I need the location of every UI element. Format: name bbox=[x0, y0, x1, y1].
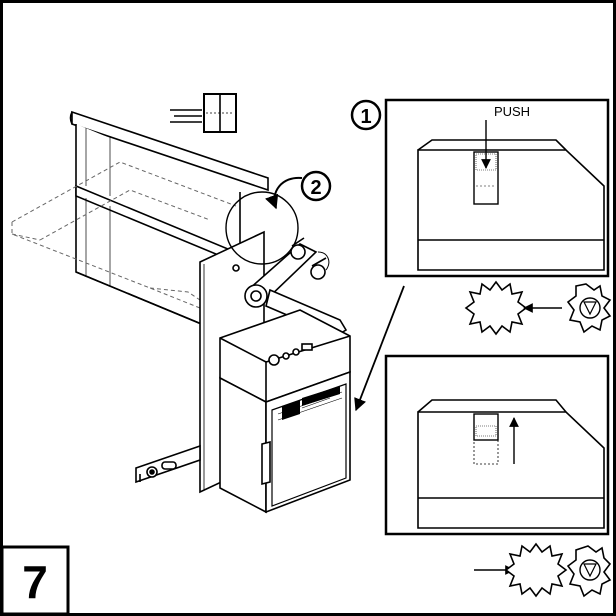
push-label: PUSH bbox=[494, 104, 530, 119]
step-number-box: 7 bbox=[0, 545, 70, 616]
detail-panel-push: PUSH bbox=[384, 98, 610, 278]
indicator-burst-icon bbox=[464, 280, 528, 336]
rotation-arrow bbox=[265, 176, 303, 210]
switch-knob-icon bbox=[566, 283, 612, 334]
callout-1: 1 bbox=[350, 99, 382, 131]
brand-logo bbox=[282, 386, 340, 420]
pointer-arrow bbox=[354, 285, 405, 412]
indicator-burst-icon-2 bbox=[504, 542, 568, 598]
callout-2-label: 2 bbox=[310, 177, 321, 199]
detail-panel-release bbox=[384, 354, 610, 536]
hidden-duct-outline bbox=[11, 161, 237, 309]
switch-knob-icon-2 bbox=[566, 545, 612, 598]
callout-2: 2 bbox=[300, 170, 332, 202]
duct-section bbox=[69, 110, 269, 342]
step-number: 7 bbox=[22, 556, 48, 608]
callout-1-label: 1 bbox=[360, 106, 371, 128]
airflow-symbol-icon bbox=[170, 93, 237, 133]
